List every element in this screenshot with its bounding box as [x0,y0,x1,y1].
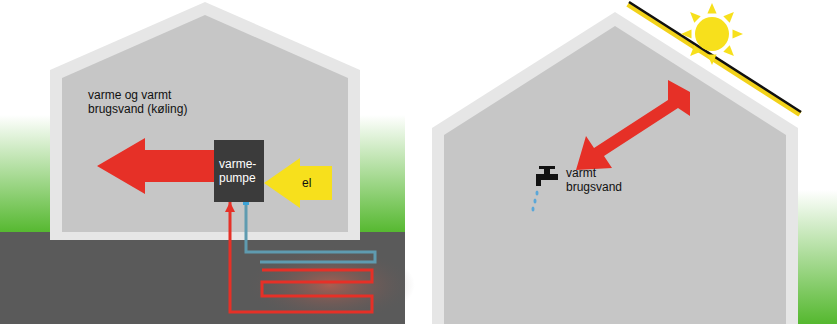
heat-arrow [97,138,214,194]
electricity-arrow [264,158,332,208]
node-text: varme- pumpe [219,157,259,185]
house-outline [50,2,360,240]
warm-pipe [230,200,372,312]
sun-ray [723,45,734,56]
sun-ray [681,29,692,38]
pipe-arrow-up [225,202,235,212]
electricity-label: el [302,176,326,190]
sun-ray [690,12,701,23]
heat-label: varme og varmt brugsvand (køling) [88,88,198,116]
hot-water-label: varmt brugsvand [566,166,636,194]
sun [681,3,743,65]
water-drops [532,191,539,212]
sun-ray [690,45,701,56]
solar-heat-arrow [576,80,690,170]
house-outline [432,12,798,324]
solar-panel [628,4,800,114]
cold-pipe [246,200,375,262]
sun-ray [707,3,716,14]
sun-ray [723,12,734,23]
tap-icon [536,166,558,186]
heat-pump-box: varme- pumpe [214,140,264,202]
sun-ray [733,29,744,38]
house-interior [62,15,348,232]
sun-ray [707,55,716,66]
solar-panel-edge [629,2,801,112]
